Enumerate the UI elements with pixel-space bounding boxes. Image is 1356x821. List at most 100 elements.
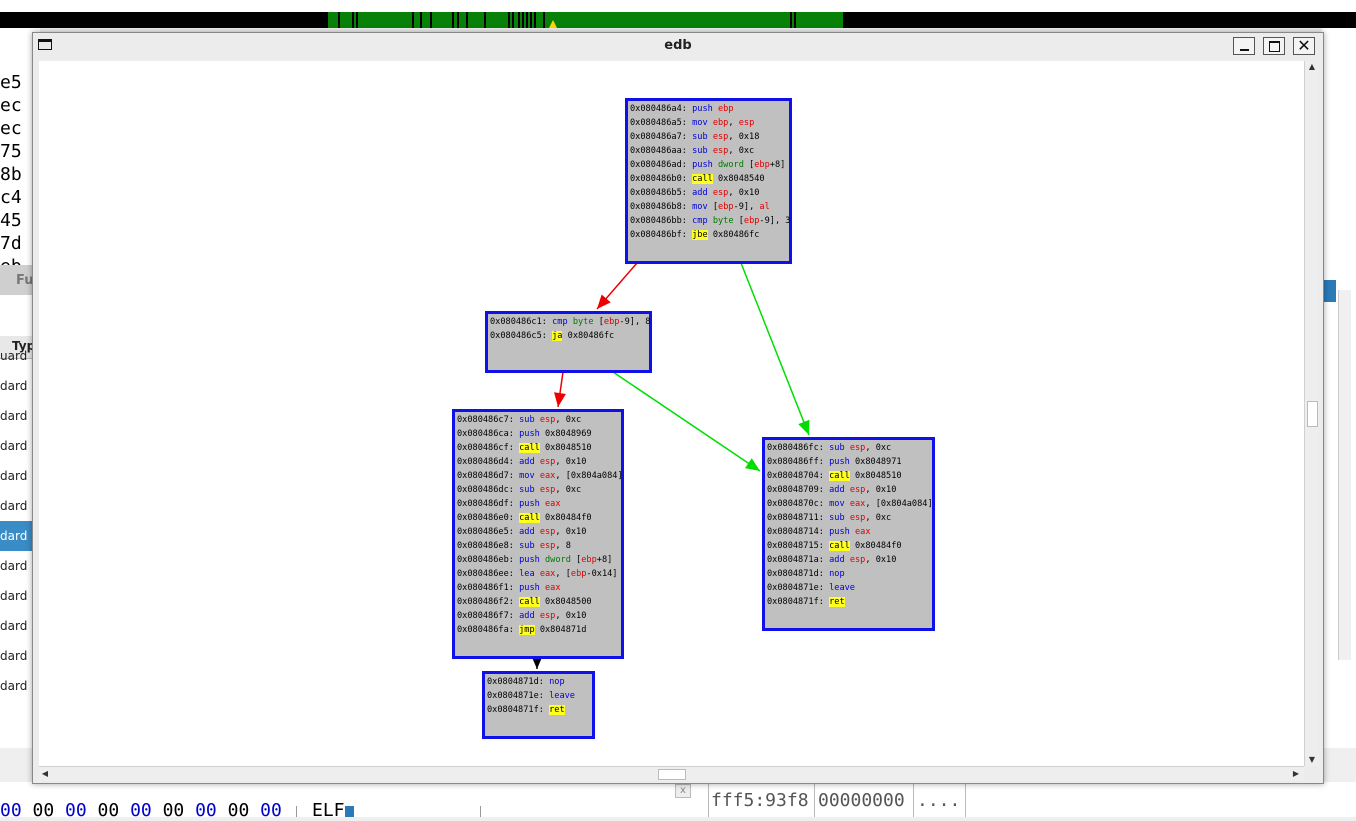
function-list-row[interactable]: dard F <box>0 409 36 423</box>
instruction-line[interactable]: 0x080486d7: mov eax, [0x804a084] <box>457 469 623 483</box>
function-list-row[interactable]: uard F <box>0 349 36 363</box>
instruction-line[interactable]: 0x080486d4: add esp, 0x10 <box>457 455 619 469</box>
panel-close-icon[interactable]: x <box>675 784 691 798</box>
instruction-line[interactable]: 0x08048715: call 0x80484f0 <box>767 539 930 553</box>
instruction-address: 0x0804871f: <box>487 705 544 715</box>
stack-divider <box>814 784 815 817</box>
instruction-operand: [ <box>712 202 719 212</box>
instruction-line[interactable]: 0x08048709: add esp, 0x10 <box>767 483 930 497</box>
scroll-right-icon[interactable]: ▶ <box>1292 769 1300 778</box>
instruction-line[interactable]: 0x080486fa: jmp 0x804871d <box>457 623 619 637</box>
instruction-line[interactable]: 0x080486bb: cmp byte [ebp-9], 3 <box>630 214 790 228</box>
instruction-line[interactable]: 0x080486aa: sub esp, 0xc <box>630 144 787 158</box>
horizontal-scrollbar[interactable]: ◀ ▶ <box>39 766 1304 781</box>
window-icon[interactable] <box>38 39 52 50</box>
instruction-line[interactable]: 0x08048704: call 0x8048510 <box>767 469 930 483</box>
instruction-line[interactable]: 0x080486a7: sub esp, 0x18 <box>630 130 787 144</box>
instruction-operand: , 0x10 <box>555 527 587 537</box>
instruction-line[interactable]: 0x080486bf: jbe 0x80486fc <box>630 228 787 242</box>
instruction-line[interactable]: 0x080486c7: sub esp, 0xc <box>457 413 619 427</box>
function-list-row[interactable]: dard F <box>0 379 36 393</box>
instruction-operand: , 0x10 <box>865 555 897 565</box>
instruction-operand: , [ <box>555 569 571 579</box>
instruction-operand: +8] <box>769 160 786 170</box>
instruction-address: 0x0804871e: <box>767 583 824 593</box>
instruction-line[interactable]: 0x080486f2: call 0x8048500 <box>457 595 619 609</box>
instruction-mnemonic: push <box>519 555 540 565</box>
minimize-button[interactable] <box>1233 37 1255 55</box>
instruction-operand: esp <box>712 146 729 156</box>
memory-region-gap <box>430 12 432 28</box>
instruction-line[interactable]: 0x080486c1: cmp byte [ebp-9], 8 <box>490 315 650 329</box>
memory-region-gap <box>512 12 514 28</box>
function-list-row[interactable]: dard F <box>0 499 36 513</box>
instruction-line[interactable]: 0x080486f1: push eax <box>457 581 619 595</box>
instruction-line[interactable]: 0x0804871f: ret <box>767 595 930 609</box>
instruction-line[interactable]: 0x080486a5: mov ebp, esp <box>630 116 787 130</box>
instruction-line[interactable]: 0x0804870c: mov eax, [0x804a084] <box>767 497 933 511</box>
instruction-operand: dword <box>718 160 744 170</box>
instruction-line[interactable]: 0x080486dc: sub esp, 0xc <box>457 483 619 497</box>
instruction-line[interactable]: 0x080486e0: call 0x80484f0 <box>457 511 619 525</box>
function-list-row[interactable]: dard F <box>0 649 36 663</box>
instruction-line[interactable]: 0x0804871e: leave <box>487 689 590 703</box>
function-list-row[interactable]: dard F <box>0 619 36 633</box>
maximize-button[interactable] <box>1263 37 1285 55</box>
close-button[interactable]: ✕ <box>1293 36 1315 55</box>
instruction-line[interactable]: 0x08048711: sub esp, 0xc <box>767 511 930 525</box>
instruction-line[interactable]: 0x080486ca: push 0x8048969 <box>457 427 619 441</box>
instruction-line[interactable]: 0x080486cf: call 0x8048510 <box>457 441 619 455</box>
hex-byte: 00 <box>32 800 66 821</box>
vertical-scroll-thumb[interactable] <box>1307 401 1318 427</box>
function-list-row[interactable]: dard F <box>0 559 36 573</box>
scroll-left-icon[interactable]: ◀ <box>41 769 49 778</box>
instruction-line[interactable]: 0x0804871d: nop <box>767 567 930 581</box>
instruction-line[interactable]: 0x08048714: push eax <box>767 525 930 539</box>
instruction-operand: esp <box>539 415 556 425</box>
stack-divider <box>913 784 914 817</box>
instruction-line[interactable]: 0x0804871d: nop <box>487 675 590 689</box>
instruction-line[interactable]: 0x0804871f: ret <box>487 703 590 717</box>
function-list-row[interactable]: dard F <box>0 679 36 693</box>
instruction-line[interactable]: 0x080486e5: add esp, 0x10 <box>457 525 619 539</box>
horizontal-scroll-thumb[interactable] <box>658 769 686 780</box>
instruction-line[interactable]: 0x080486b5: add esp, 0x10 <box>630 186 787 200</box>
instruction-line[interactable]: 0x080486b0: call 0x8048540 <box>630 172 787 186</box>
function-list-row[interactable]: dard F <box>0 439 36 453</box>
function-list-row[interactable]: dard F <box>0 589 36 603</box>
instruction-line[interactable]: 0x080486a4: push ebp <box>630 102 787 116</box>
instruction-line[interactable]: 0x080486ad: push dword [ebp+8] <box>630 158 787 172</box>
memory-region-gap <box>530 12 532 28</box>
instruction-line[interactable]: 0x080486ee: lea eax, [ebp-0x14] <box>457 567 619 581</box>
instruction-line[interactable]: 0x080486b8: mov [ebp-9], al <box>630 200 787 214</box>
title-bar[interactable]: edb ✕ <box>33 33 1323 59</box>
function-list-row[interactable]: dard F <box>0 469 36 483</box>
instruction-operand: -0x14] <box>586 569 618 579</box>
vertical-scrollbar[interactable]: ▲ ▼ <box>1304 61 1319 766</box>
instruction-operand: [ <box>743 160 755 170</box>
instruction-line[interactable]: 0x0804871a: add esp, 0x10 <box>767 553 930 567</box>
instruction-line[interactable]: 0x0804871e: leave <box>767 581 930 595</box>
scroll-down-icon[interactable]: ▼ <box>1308 755 1316 764</box>
instruction-line[interactable]: 0x080486fc: sub esp, 0xc <box>767 441 930 455</box>
function-list-row[interactable]: dard F <box>0 521 36 551</box>
instruction-line[interactable]: 0x080486eb: push dword [ebp+8] <box>457 553 619 567</box>
instruction-mnemonic: push <box>519 499 540 509</box>
instruction-operand: ebp <box>718 104 734 114</box>
scroll-up-icon[interactable]: ▲ <box>1308 62 1316 71</box>
instruction-mnemonic: add <box>692 188 708 198</box>
right-scrollbar[interactable] <box>1338 290 1351 660</box>
type-column-header[interactable] <box>0 336 40 359</box>
instruction-operand: esp <box>738 118 755 128</box>
instruction-line[interactable]: 0x080486e8: sub esp, 8 <box>457 539 619 553</box>
instruction-line[interactable]: 0x080486ff: push 0x8048971 <box>767 455 930 469</box>
instruction-line[interactable]: 0x080486f7: add esp, 0x10 <box>457 609 619 623</box>
instruction-line[interactable]: 0x080486c5: ja 0x80486fc <box>490 329 647 343</box>
instruction-line[interactable]: 0x080486df: push eax <box>457 497 619 511</box>
